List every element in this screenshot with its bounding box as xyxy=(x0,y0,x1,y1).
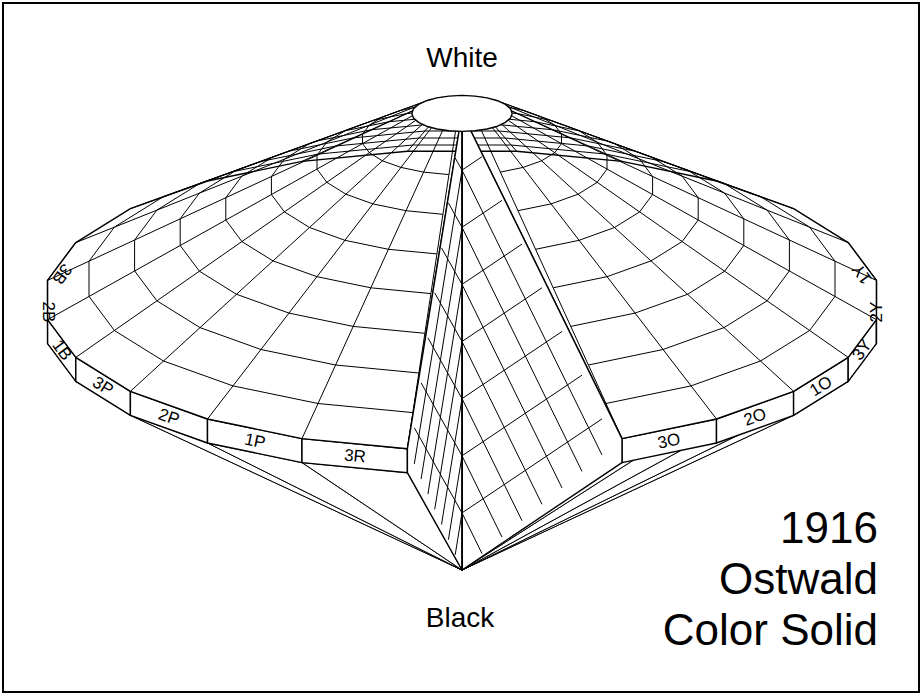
face-grid-line xyxy=(428,284,462,494)
face-grid-line xyxy=(462,419,602,513)
meridian-line xyxy=(76,120,416,357)
face-grid-line xyxy=(448,203,462,227)
meridian-line xyxy=(130,124,422,391)
pole-label: Black xyxy=(426,604,494,632)
meridian-line xyxy=(208,128,432,419)
meridian-line xyxy=(48,111,413,280)
face-grid-line xyxy=(414,170,462,464)
face-grid-line xyxy=(462,244,522,284)
face-grid-line xyxy=(462,284,562,488)
title-text: 1916 Ostwald Color Solid xyxy=(662,502,878,655)
hue-label: 2B xyxy=(39,302,56,323)
cut-face xyxy=(407,113,462,570)
face-grid-line xyxy=(414,428,462,513)
face-grid-line xyxy=(442,248,463,285)
face-grid-line xyxy=(462,399,522,521)
face-grid-line xyxy=(462,375,582,456)
face-grid-line xyxy=(462,170,602,455)
pole-label: White xyxy=(426,44,498,72)
meridian-line xyxy=(48,116,413,320)
hue-label: 3O xyxy=(656,430,682,451)
hue-label: 3R xyxy=(343,446,366,465)
hue-label: 1P xyxy=(243,430,267,451)
face-grid-line xyxy=(462,157,482,170)
meridian-line xyxy=(512,111,877,280)
axis-line xyxy=(461,113,462,570)
face-grid-line xyxy=(455,513,462,555)
face-grid-line xyxy=(462,200,502,227)
face-grid-line xyxy=(435,293,462,342)
face-grid-line xyxy=(462,332,562,399)
frame-border xyxy=(3,3,919,692)
cut-face xyxy=(462,113,622,570)
face-grid-line xyxy=(421,383,462,456)
white-cap xyxy=(412,95,512,131)
face-grid-line xyxy=(421,227,462,479)
double-cone xyxy=(48,95,877,570)
axis-line xyxy=(461,113,462,570)
face-grid-line xyxy=(462,288,542,342)
hue-label: 2Y xyxy=(868,302,885,323)
face-grid-line xyxy=(462,513,482,554)
face-grid-line xyxy=(455,158,462,170)
face-grid-line xyxy=(442,399,463,525)
meridian-line xyxy=(512,116,877,320)
face-grid-line xyxy=(428,338,462,399)
